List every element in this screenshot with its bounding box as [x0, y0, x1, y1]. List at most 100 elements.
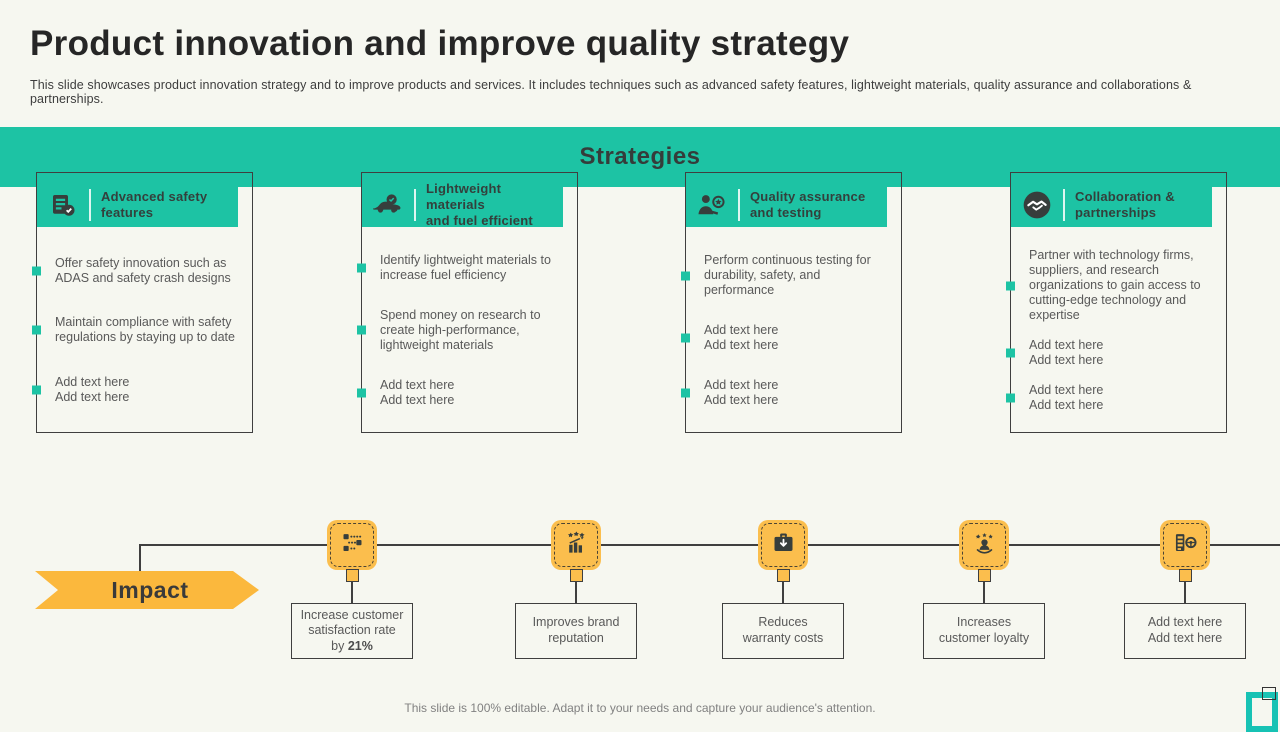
impact-drop-line: [983, 582, 985, 603]
bullet-text: Add text here Add text here: [55, 375, 130, 405]
bullet-text: Identify lightweight materials to increa…: [380, 253, 551, 283]
impact-arrow-connector: [139, 544, 141, 572]
bullet-marker: [1006, 348, 1015, 358]
strategy-card-body: Offer safety innovation such as ADAS and…: [32, 227, 252, 428]
handshake-icon: [1011, 189, 1063, 221]
corner-black-square-decoration: [1262, 687, 1276, 700]
quality-inspector-icon: [686, 190, 738, 220]
strategy-card-title: Lightweight materials and fuel efficient: [426, 180, 533, 229]
impact-text-box: Improves brand reputation: [515, 603, 637, 659]
impact-icon-box: [551, 520, 601, 570]
customer-loyalty-icon: [971, 529, 998, 561]
bullet-text: Perform continuous testing for durabilit…: [704, 253, 871, 298]
bullet-text: Add text here Add text here: [1029, 382, 1104, 412]
bullet-item-placeholder[interactable]: Add text here Add text here: [681, 377, 889, 408]
bullet-text: Offer safety innovation such as ADAS and…: [55, 255, 231, 285]
checklist-steering-icon: [1171, 529, 1200, 561]
impact-icon-box: [327, 520, 377, 570]
bullet-marker: [32, 266, 41, 276]
bullet-item: Maintain compliance with safety regulati…: [32, 315, 240, 345]
header-divider: [414, 189, 416, 221]
timeline-node-square: [776, 569, 790, 582]
impact-text-box-placeholder[interactable]: Add text here Add text here: [1124, 603, 1246, 659]
timeline-node-square: [569, 569, 583, 582]
bullet-item-placeholder[interactable]: Add text here Add text here: [1006, 382, 1214, 413]
strategy-card-body: Perform continuous testing for durabilit…: [681, 227, 901, 428]
bullet-marker: [32, 385, 41, 395]
timeline-line: [140, 544, 1280, 546]
bullet-item: Partner with technology firms, suppliers…: [1006, 248, 1214, 323]
strategies-banner: Strategies: [0, 127, 1280, 187]
bullet-item-placeholder[interactable]: Add text here Add text here: [681, 322, 889, 353]
slide-footer-note: This slide is 100% editable. Adapt it to…: [404, 701, 876, 715]
strategy-card-title: Quality assurance and testing: [750, 188, 866, 220]
bullet-marker: [681, 388, 690, 398]
bullet-item-placeholder[interactable]: Add text here Add text here: [32, 375, 240, 405]
timeline-node-square: [345, 569, 359, 582]
survey-list-icon: [339, 529, 366, 561]
header-divider: [1063, 189, 1065, 221]
impact-label: Impact: [111, 576, 189, 603]
bullet-marker: [32, 325, 41, 335]
impact-text-box: Increase customer satisfaction rate by 2…: [291, 603, 413, 659]
bullet-marker: [681, 333, 690, 343]
bullet-text: Add text here Add text here: [380, 377, 455, 407]
bullet-marker: [1006, 393, 1015, 403]
strategy-card-body: Partner with technology firms, suppliers…: [1006, 227, 1226, 428]
timeline-node-square: [977, 569, 991, 582]
bullet-marker: [357, 325, 366, 335]
bullet-marker: [357, 388, 366, 398]
bullet-item: Perform continuous testing for durabilit…: [681, 253, 889, 298]
strategy-card-body: Identify lightweight materials to increa…: [357, 227, 577, 428]
bullet-marker: [1006, 281, 1015, 291]
impact-icon-box: [758, 520, 808, 570]
header-divider: [89, 189, 91, 221]
impact-text: Add text here Add text here: [1147, 615, 1223, 645]
slide-description: This slide showcases product innovation …: [30, 78, 1192, 106]
bullet-item-placeholder[interactable]: Add text here Add text here: [1006, 337, 1214, 368]
bullet-text: Add text here Add text here: [1029, 337, 1104, 367]
impact-icon-box: [959, 520, 1009, 570]
bullet-item-placeholder[interactable]: Add text here Add text here: [357, 377, 565, 408]
bullet-text: Spend money on research to create high-p…: [380, 307, 541, 352]
briefcase-download-icon: [770, 529, 797, 561]
strategy-card-header: Advanced safety features: [37, 183, 238, 227]
strategies-heading: Strategies: [579, 143, 701, 170]
car-icon: [362, 192, 414, 218]
impact-text: Increases customer loyalty: [938, 615, 1030, 645]
strategy-card: Lightweight materials and fuel efficient…: [357, 172, 578, 433]
impact-drop-line: [782, 582, 784, 603]
bullet-text: Add text here Add text here: [704, 377, 779, 407]
bullet-marker: [681, 271, 690, 281]
impact-text: Improves brand reputation: [532, 615, 620, 645]
strategy-card-title: Collaboration & partnerships: [1075, 188, 1175, 220]
safety-equipment-icon: [37, 190, 89, 220]
impact-text-box: Reduces warranty costs: [722, 603, 844, 659]
impact-drop-line: [575, 582, 577, 603]
impact-drop-line: [1184, 582, 1186, 603]
impact-drop-line: [351, 582, 353, 603]
strategy-card-title: Advanced safety features: [101, 188, 208, 220]
impact-highlight-value: 21%: [347, 638, 373, 653]
bullet-text: Add text here Add text here: [704, 322, 779, 352]
strategy-card-header: Collaboration & partnerships: [1011, 183, 1212, 227]
timeline-node-square: [1178, 569, 1192, 582]
page-title: Product innovation and improve quality s…: [30, 24, 850, 63]
bullet-item: Identify lightweight materials to increa…: [357, 253, 565, 283]
impact-arrow-shape: [35, 571, 259, 609]
bullet-item: Spend money on research to create high-p…: [357, 307, 565, 353]
strategy-card-header: Quality assurance and testing: [686, 183, 887, 227]
bullet-item: Offer safety innovation such as ADAS and…: [32, 255, 240, 286]
impact-icon-box: [1160, 520, 1210, 570]
bullet-text: Maintain compliance with safety regulati…: [55, 315, 235, 345]
strategy-card-header: Lightweight materials and fuel efficient: [362, 180, 563, 229]
impact-arrow-banner: Impact: [35, 571, 259, 609]
impact-text-box: Increases customer loyalty: [923, 603, 1045, 659]
impact-text: Reduces warranty costs: [742, 615, 824, 645]
impact-text: Increase customer satisfaction rate by 2…: [300, 607, 404, 653]
bullet-text: Partner with technology firms, suppliers…: [1029, 248, 1201, 323]
